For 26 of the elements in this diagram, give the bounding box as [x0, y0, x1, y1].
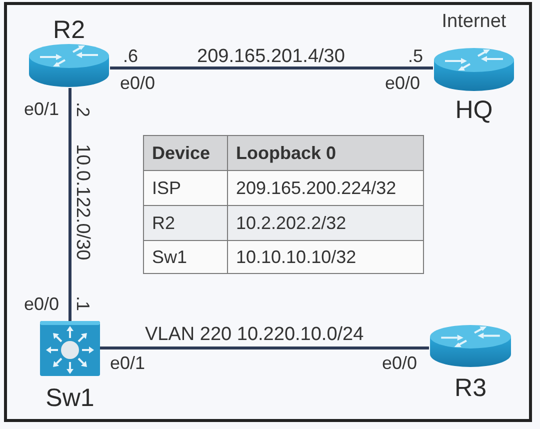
column-header: Device — [144, 136, 228, 170]
interface-label: e0/1 — [110, 354, 146, 372]
table-cell: ISP — [144, 170, 228, 206]
network-label: Internet — [442, 12, 506, 32]
interface-label: e0/0 — [24, 295, 60, 313]
table-cell: Sw1 — [144, 240, 228, 274]
host-address-label: .1 — [74, 296, 92, 312]
device-name: R2 — [53, 17, 85, 43]
interface-label: e0/0 — [385, 74, 420, 92]
device-name: Sw1 — [46, 385, 94, 411]
table-cell: 10.10.10.10/32 — [228, 240, 424, 274]
interface-label: e0/1 — [24, 100, 60, 118]
host-address-label: .2 — [74, 102, 92, 118]
table-cell: 10.2.202.2/32 — [228, 206, 424, 240]
network-link — [100, 346, 429, 350]
network-link — [110, 66, 433, 70]
interface-label: e0/0 — [382, 354, 418, 372]
device-name: HQ — [455, 97, 493, 123]
interface-label: e0/0 — [120, 74, 156, 92]
column-header: Loopback 0 — [228, 136, 424, 170]
device-name: R3 — [454, 375, 486, 401]
host-address-label: .6 — [123, 47, 138, 65]
network-link — [68, 88, 72, 321]
table-cell: R2 — [144, 206, 228, 240]
host-address-label: .5 — [408, 47, 424, 65]
table-cell: 209.165.200.224/32 — [228, 170, 424, 206]
